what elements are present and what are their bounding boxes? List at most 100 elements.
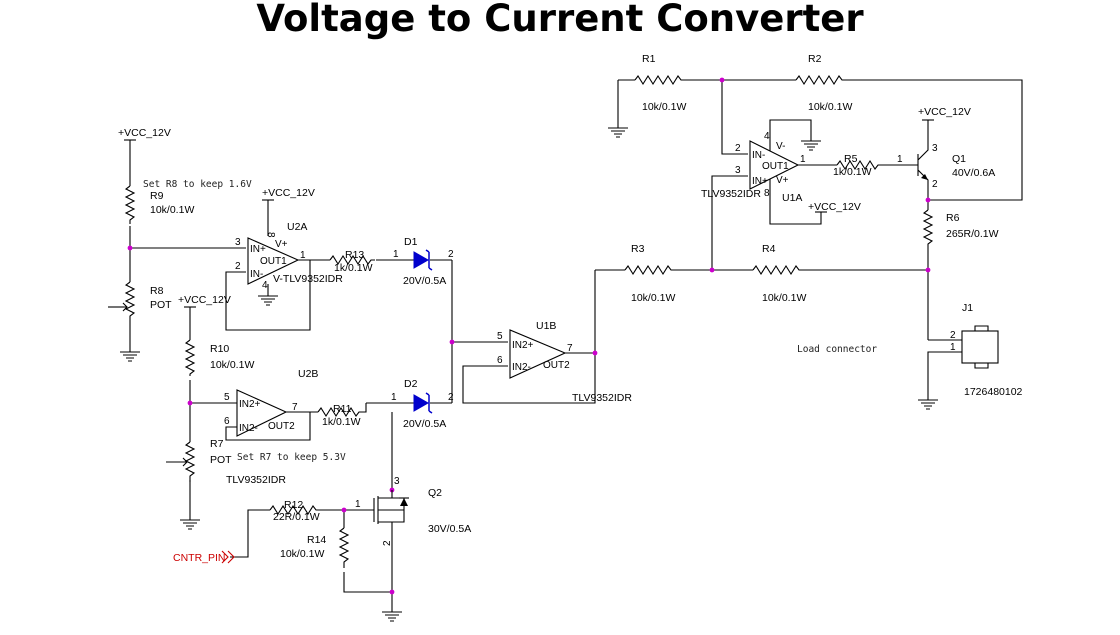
transistor-q2: Q2 30V/0.5A 1 3 2 — [355, 476, 471, 546]
note-r8: Set R8 to keep 1.6V — [143, 179, 252, 190]
svg-text:6: 6 — [224, 416, 230, 427]
u2b-ref: U2B — [298, 368, 318, 380]
svg-text:8: 8 — [764, 188, 770, 199]
svg-text:5: 5 — [497, 331, 503, 342]
r4-ref: R4 — [762, 243, 776, 255]
r7-ref: R7 — [210, 438, 224, 450]
r3-value: 10k/0.1W — [631, 292, 675, 304]
r5-ref: R5 — [844, 153, 858, 165]
resistor-r12: R12 22R/0.1W — [269, 499, 320, 523]
r10-ref: R10 — [210, 343, 229, 355]
u2b-inp: IN2+ — [239, 399, 261, 410]
svg-text:2: 2 — [448, 249, 454, 260]
svg-text:3: 3 — [735, 165, 741, 176]
vcc-label-4: +VCC_12V — [918, 106, 971, 118]
d1-value: 20V/0.5A — [403, 275, 446, 287]
vcc-label-5: +VCC_12V — [808, 201, 861, 213]
resistor-r5: R5 1k/0.1W — [833, 153, 881, 178]
svg-text:2: 2 — [382, 540, 393, 546]
q1-ref: Q1 — [952, 153, 966, 165]
opamp-u1b: IN2+ IN2- OUT2 U1B TLV9352IDR 5 6 7 — [497, 320, 632, 404]
resistor-r13: R13 1k/0.1W — [329, 249, 375, 274]
svg-text:2: 2 — [932, 179, 938, 190]
page-title: Voltage to Current Converter — [256, 0, 864, 40]
transistor-q1: Q1 40V/0.6A 1 3 2 — [897, 143, 995, 190]
resistor-r4: R4 10k/0.1W — [752, 243, 806, 304]
opamp-u2a: IN+ IN- OUT1 V+ U2A V-TLV9352IDR 3 2 1 8… — [235, 221, 343, 291]
note-load: Load connector — [797, 344, 877, 355]
d2-ref: D2 — [404, 378, 418, 390]
svg-text:6: 6 — [497, 355, 503, 366]
u2a-inn: IN- — [250, 269, 263, 280]
r7-value: POT — [210, 454, 232, 466]
u2a-out: OUT1 — [260, 256, 287, 267]
svg-text:3: 3 — [932, 143, 938, 154]
r13-value: 1k/0.1W — [334, 262, 373, 274]
u2b-inn: IN2- — [239, 423, 258, 434]
u1a-part: TLV9352IDR — [701, 188, 761, 200]
r6-value: 265R/0.1W — [946, 228, 999, 240]
svg-text:2: 2 — [950, 330, 956, 341]
r5-value: 1k/0.1W — [833, 166, 872, 178]
u1a-out: OUT1 — [762, 161, 789, 172]
u1a-inp: IN+ — [752, 176, 768, 187]
u1b-inp: IN2+ — [512, 340, 534, 351]
r1-value: 10k/0.1W — [642, 101, 686, 113]
r13-ref: R13 — [345, 249, 364, 261]
r14-value: 10k/0.1W — [280, 548, 324, 560]
vcc-label-1: +VCC_12V — [118, 127, 171, 139]
diode-d1: D1 20V/0.5A 1 2 — [393, 236, 454, 287]
q1-value: 40V/0.6A — [952, 167, 995, 179]
r6-ref: R6 — [946, 212, 960, 224]
u2a-inp: IN+ — [250, 244, 266, 255]
net-label-cntr-pin: CNTR_PIN — [173, 550, 235, 564]
svg-text:2: 2 — [735, 143, 741, 154]
r11-ref: R11 — [333, 403, 352, 415]
svg-text:1: 1 — [355, 499, 361, 510]
u1b-ref: U1B — [536, 320, 556, 332]
u1b-inn: IN2- — [512, 362, 531, 373]
svg-text:1: 1 — [393, 249, 399, 260]
svg-text:5: 5 — [224, 392, 230, 403]
svg-text:1: 1 — [800, 154, 806, 165]
opamp-u2b: IN2+ IN2- OUT2 U2B TLV9352IDR 5 6 7 — [224, 368, 318, 486]
diode-d2: D2 20V/0.5A 1 2 — [391, 378, 454, 430]
d1-ref: D1 — [404, 236, 418, 248]
j1-part: 1726480102 — [964, 386, 1023, 398]
r2-ref: R2 — [808, 53, 822, 65]
resistor-r6: R6 265R/0.1W — [922, 209, 999, 246]
r14-ref: R14 — [307, 534, 326, 546]
resistor-r3: R3 10k/0.1W — [624, 243, 675, 304]
r11-value: 1k/0.1W — [322, 416, 361, 428]
svg-text:4: 4 — [262, 280, 268, 291]
resistor-r2: R2 10k/0.1W — [795, 53, 852, 113]
u2a-ref: U2A — [287, 221, 307, 233]
u2a-vp: V+ — [275, 239, 288, 250]
opamp-u1a: IN- IN+ OUT1 V- V+ U1A TLV9352IDR 2 3 1 … — [701, 130, 806, 204]
svg-text:4: 4 — [764, 131, 770, 142]
r10-value: 10k/0.1W — [210, 359, 254, 371]
r8-ref: R8 — [150, 285, 164, 297]
r1-ref: R1 — [642, 53, 656, 65]
d2-value: 20V/0.5A — [403, 418, 446, 430]
svg-text:2: 2 — [448, 392, 454, 403]
svg-text:1: 1 — [391, 392, 397, 403]
junctions — [127, 77, 931, 595]
resistor-r14: R14 10k/0.1W — [280, 527, 350, 568]
j1-ref: J1 — [962, 302, 973, 314]
resistor-r11: R11 1k/0.1W — [317, 403, 362, 428]
resistor-r1: R1 10k/0.1W — [634, 53, 686, 113]
r12-ref: R12 — [284, 499, 303, 511]
u1a-vn: V- — [776, 141, 785, 152]
r4-value: 10k/0.1W — [762, 292, 806, 304]
resistor-r10: R10 10k/0.1W — [184, 330, 254, 376]
connector-j1: J1 1726480102 2 1 — [950, 302, 1023, 398]
wires — [108, 79, 1023, 612]
q2-ref: Q2 — [428, 487, 442, 499]
r12-value: 22R/0.1W — [273, 511, 320, 523]
r3-ref: R3 — [631, 243, 645, 255]
svg-text:1: 1 — [897, 154, 903, 165]
vcc-symbols: +VCC_12V +VCC_12V +VCC_12V +VCC_12V +VCC… — [118, 106, 971, 308]
u1a-vp: V+ — [776, 175, 789, 186]
